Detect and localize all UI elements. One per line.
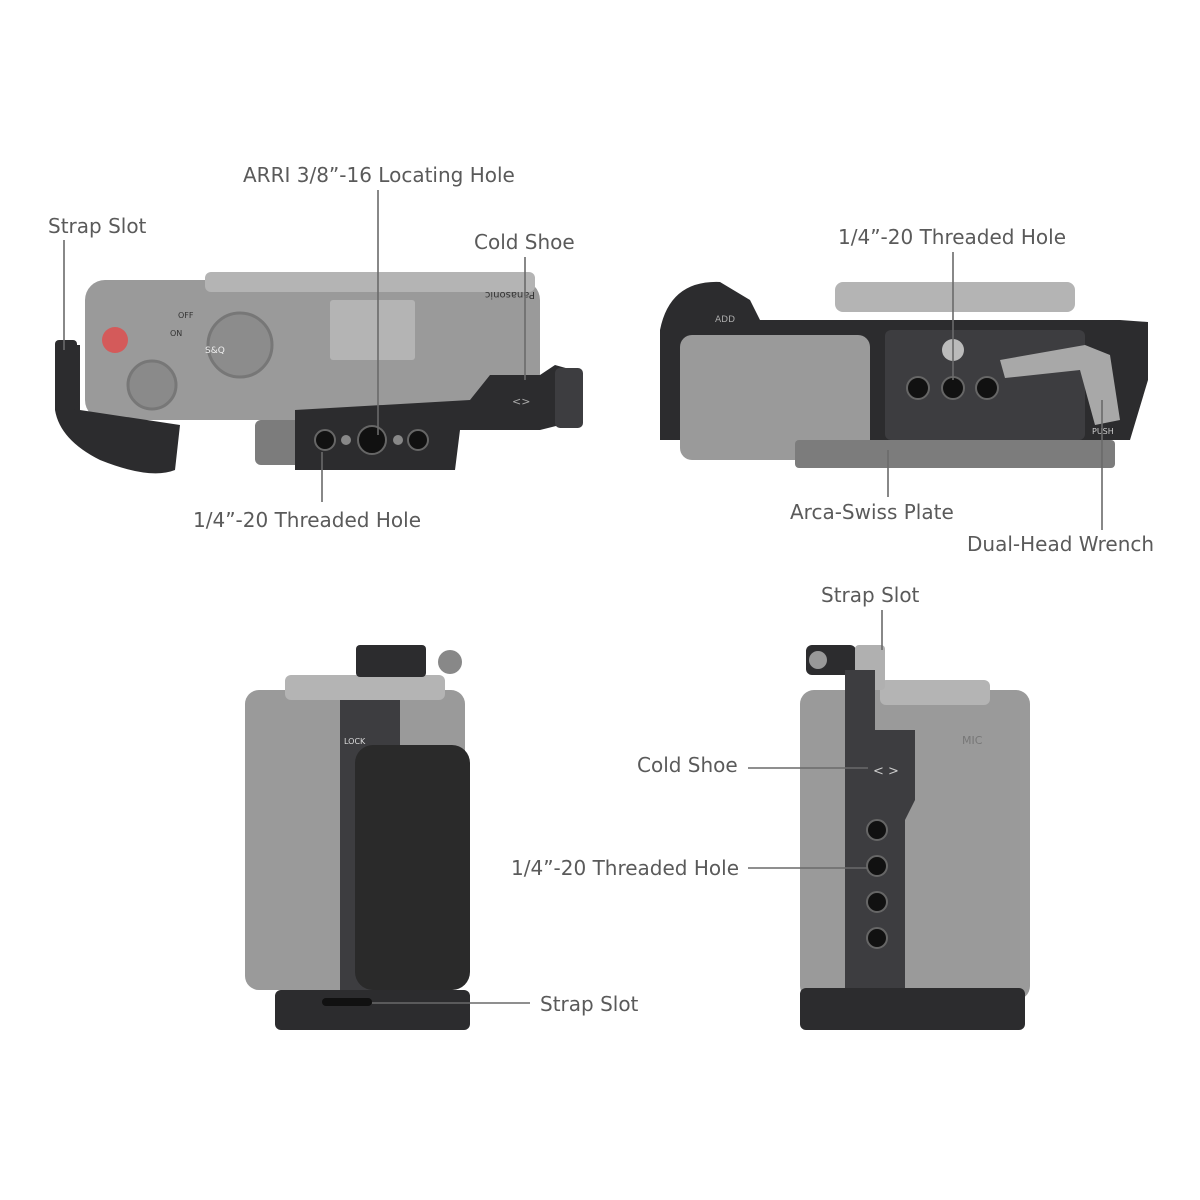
pin-1 <box>341 435 351 445</box>
threaded-hole-1 <box>314 429 336 451</box>
mic-text: MIC <box>962 734 983 747</box>
cage-screw <box>438 650 462 674</box>
bottom-hole-3 <box>975 376 999 400</box>
mode-dial-text: S&Q <box>205 346 225 356</box>
label-threaded-hole-right: 1/4”-20 Threaded Hole <box>511 856 739 880</box>
control-dial <box>126 359 178 411</box>
brand-text: Panasonic <box>485 289 535 300</box>
base-plate-left <box>275 990 470 1030</box>
side-hole-3 <box>866 891 888 913</box>
add-text: ADD <box>715 315 735 325</box>
right-side-view: MIC < > Strap Slot Cold Shoe 1/4”-20 Thr… <box>511 583 1030 1030</box>
push-text: PUSH <box>1092 427 1114 436</box>
threaded-hole-2 <box>407 429 429 451</box>
power-off-text: OFF <box>178 311 194 320</box>
side-hole-4 <box>866 927 888 949</box>
arri-locating-hole <box>357 425 387 455</box>
label-strap-slot-top: Strap Slot <box>48 214 147 238</box>
camera-top-left <box>285 675 445 700</box>
bottom-hole-1 <box>906 376 930 400</box>
lock-text: LOCK <box>344 737 366 746</box>
lens-ring <box>835 282 1075 312</box>
bottom-view: ADD PUSH 1/4”-20 Threaded Hole Arca-Swis… <box>660 225 1154 556</box>
strap-slot-left <box>322 998 372 1006</box>
label-threaded-hole-top: 1/4”-20 Threaded Hole <box>193 508 421 532</box>
top-view: S&Q OFF ON Panasonic <> ARRI 3/8”-16 Loc… <box>48 163 583 532</box>
label-strap-slot-left: Strap Slot <box>540 992 639 1016</box>
cold-shoe-left <box>356 645 426 677</box>
label-arri-hole: ARRI 3/8”-16 Locating Hole <box>243 163 515 187</box>
camera-body-edge <box>795 440 1115 468</box>
bottom-hole-2 <box>941 376 965 400</box>
label-arca-plate: Arca-Swiss Plate <box>790 500 954 524</box>
battery-door <box>680 335 870 460</box>
cold-shoe-arrows-icon: <> <box>512 395 530 408</box>
cold-shoe-arrows-icon-right: < > <box>873 764 899 779</box>
camera-top-ridge <box>205 272 535 292</box>
leather-grip <box>355 745 470 990</box>
camera-top-right <box>880 680 990 705</box>
label-threaded-hole-bottom: 1/4”-20 Threaded Hole <box>838 225 1066 249</box>
dual-head-wrench <box>1000 345 1120 425</box>
camera-body-top <box>85 280 540 420</box>
cage-screw-right <box>809 651 827 669</box>
camera-hot-shoe <box>330 300 415 360</box>
left-side-view: LOCK Strap Slot <box>245 645 639 1030</box>
label-wrench: Dual-Head Wrench <box>967 532 1154 556</box>
side-hole-2 <box>866 855 888 877</box>
label-cold-shoe-top: Cold Shoe <box>474 230 575 254</box>
label-strap-slot-right: Strap Slot <box>821 583 920 607</box>
strap-slot-top <box>55 340 77 410</box>
mode-dial <box>206 311 274 379</box>
base-plate-right <box>800 988 1025 1030</box>
record-button <box>102 327 128 353</box>
cold-shoe-block <box>555 368 583 428</box>
power-on-text: ON <box>170 329 182 338</box>
side-hole-1 <box>866 819 888 841</box>
cage-left-grip <box>55 345 180 474</box>
pin-2 <box>393 435 403 445</box>
label-cold-shoe-right: Cold Shoe <box>637 753 738 777</box>
